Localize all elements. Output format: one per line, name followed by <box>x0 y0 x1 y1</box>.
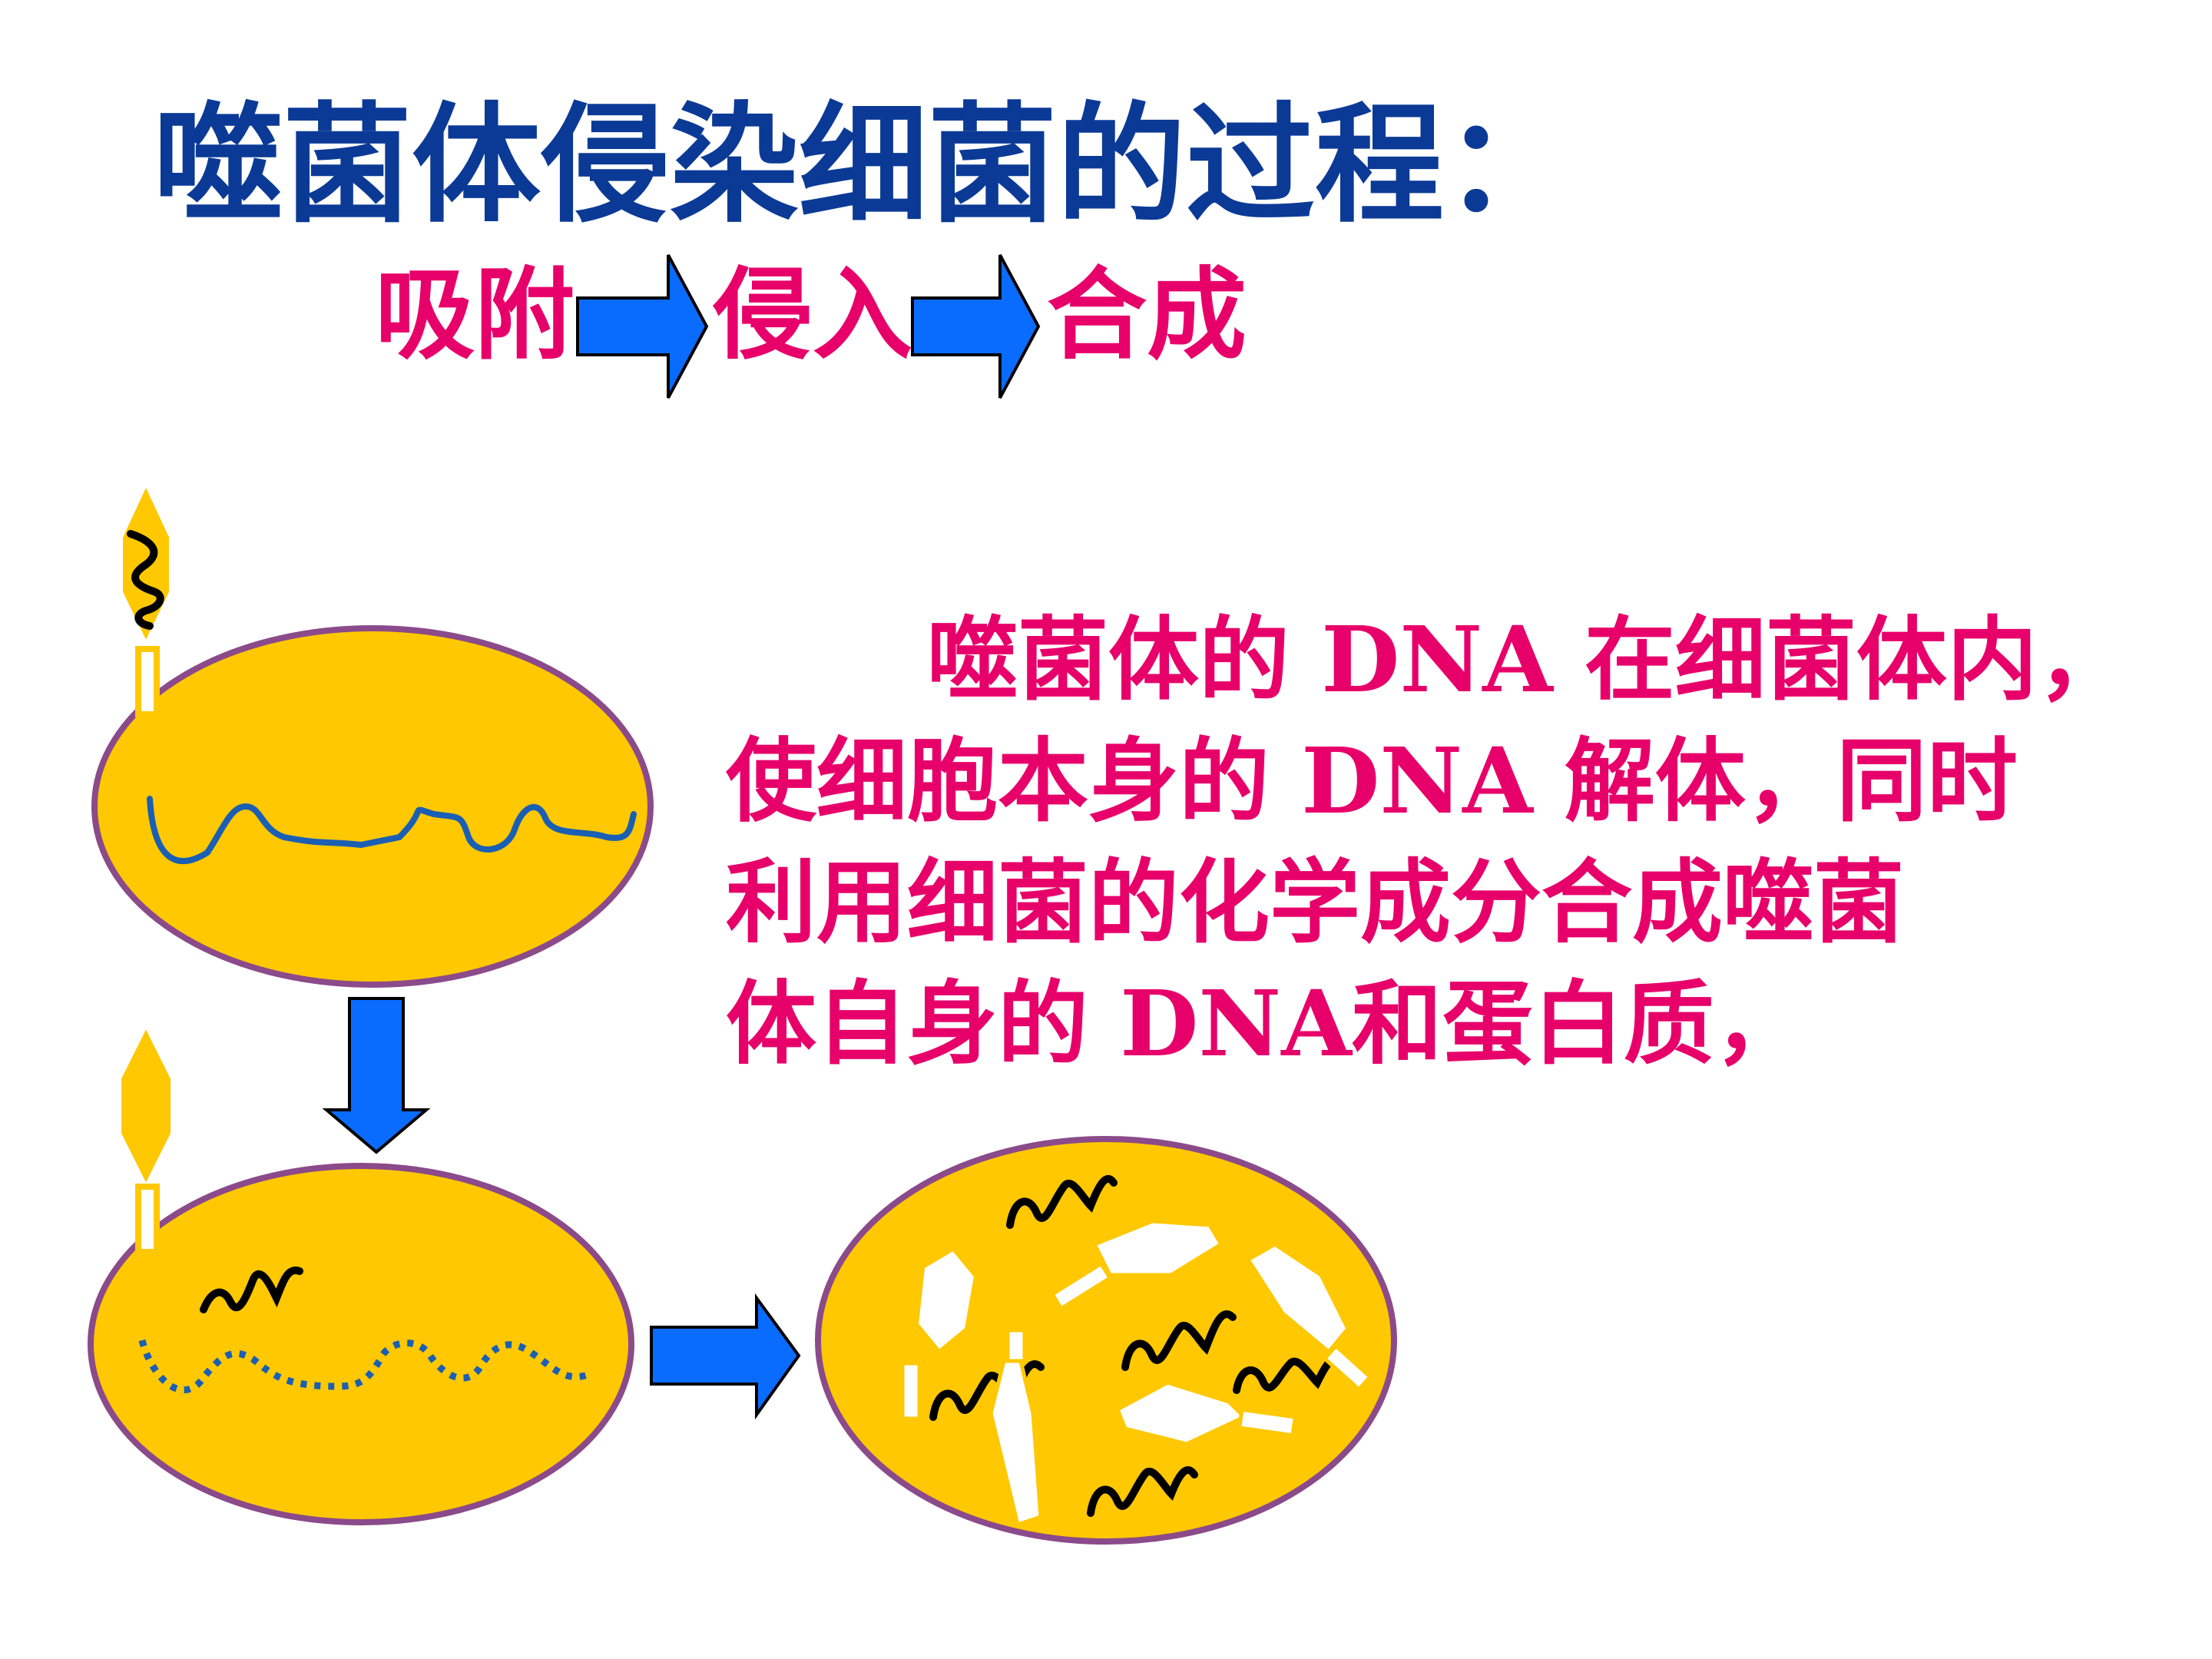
step-adsorption: 吸附 <box>375 256 575 373</box>
phage-empty-coat <box>121 1029 171 1255</box>
phage-tail <box>135 646 160 717</box>
step-injection: 侵入 <box>713 256 913 373</box>
new-phage <box>988 1328 1043 1528</box>
step-arrow-1 <box>576 254 709 399</box>
degraded-host-dna <box>138 1339 589 1394</box>
phage-dna <box>127 530 164 630</box>
page-title: 噬菌体侵染细菌的过程： <box>154 88 1573 240</box>
description-line: 体自身的 DNA和蛋白质， <box>726 970 1805 1077</box>
new-phage <box>900 1246 979 1421</box>
new-phage-dna <box>1233 1355 1344 1394</box>
phage-tail <box>135 1184 160 1255</box>
bacterium-cell <box>91 625 654 988</box>
description-line: 使细胞本身的 DNA 解体，同时 <box>726 727 2018 834</box>
down-arrow <box>322 997 431 1154</box>
injected-phage-dna <box>200 1267 303 1313</box>
new-phage-dna <box>1087 1466 1198 1517</box>
description-line: 噬菌体的 DNA 在细菌体内， <box>927 606 2128 713</box>
phage-head <box>121 1029 171 1183</box>
description: 噬菌体的 DNA 在细菌体内， 使细胞本身的 DNA 解体，同时 利用细菌的化学… <box>726 599 2185 1084</box>
step-synthesis: 合成 <box>1047 256 1247 373</box>
new-phage <box>1114 1380 1298 1446</box>
new-phage <box>1049 1219 1224 1312</box>
description-line: 利用细菌的化学成分合成噬菌 <box>726 849 1905 955</box>
cell-synthesis <box>815 1136 1397 1545</box>
new-phage <box>1245 1242 1373 1392</box>
host-dna <box>147 796 637 864</box>
phage-attached <box>123 488 169 717</box>
cell-injection <box>88 1029 634 1525</box>
step-arrow-2 <box>911 254 1041 399</box>
right-arrow <box>650 1293 801 1420</box>
new-phage-dna <box>1006 1174 1118 1229</box>
new-phage-dna <box>1121 1310 1237 1371</box>
bacterium-cell <box>815 1136 1397 1545</box>
bacterium-cell <box>88 1163 634 1525</box>
cell-adsorption <box>91 488 654 988</box>
